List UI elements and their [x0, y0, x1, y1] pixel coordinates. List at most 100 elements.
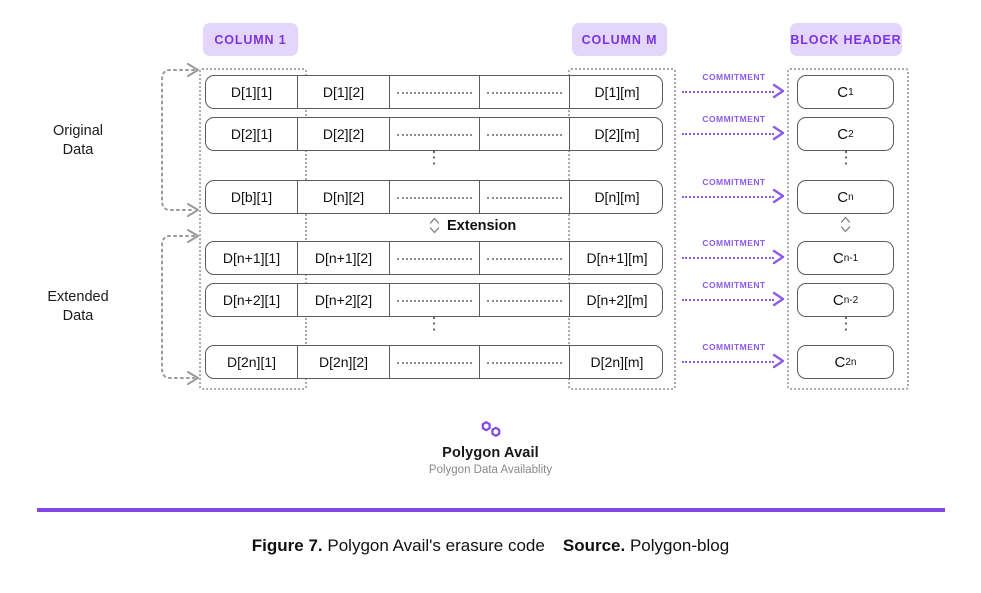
matrix-cell: D[n][m] — [594, 189, 640, 205]
matrix-cell-ellipsis — [390, 76, 480, 108]
table-row: D[2n][1] D[2n][2] D[2n][m] — [205, 345, 663, 379]
matrix-cell: D[n][2] — [298, 181, 390, 213]
badge-block-header: BLOCK HEADER — [790, 23, 902, 56]
commitment-dotted-line — [682, 91, 774, 93]
figure-caption-text: Polygon Avail's erasure code — [327, 536, 545, 555]
matrix-cell: D[2][m] — [594, 126, 640, 142]
vertical-ellipsis: ⋮ — [837, 148, 855, 167]
commitment-box-sub: 2 — [848, 128, 854, 140]
matrix-cell: D[1][2] — [298, 76, 390, 108]
table-row: D[n+1][1] D[n+1][2] D[n+1][m] — [205, 241, 663, 275]
table-row: D[1][1] D[1][2] D[1][m] — [205, 75, 663, 109]
up-down-chevron-icon — [840, 216, 851, 233]
commitment-box-sub: n-2 — [843, 294, 859, 306]
up-down-chevron-icon — [429, 217, 440, 234]
commitment-box-base: C — [837, 83, 849, 101]
matrix-cell-ellipsis — [480, 181, 570, 213]
commitment-box-sub: 1 — [848, 86, 854, 98]
brace-original-data — [161, 63, 199, 217]
vertical-ellipsis: ⋮ — [425, 148, 443, 167]
matrix-cell: D[n+1][1] — [206, 242, 298, 274]
commitment-box-sub: n — [848, 191, 854, 203]
figure-caption-label: Figure 7. — [251, 536, 323, 555]
erasure-code-diagram: COLUMN 1 COLUMN M BLOCK HEADER Original … — [0, 23, 981, 512]
arrow-right-icon — [772, 353, 785, 369]
badge-column-1: COLUMN 1 — [203, 23, 298, 56]
extension-label: Extension — [447, 217, 517, 234]
arrow-right-icon — [772, 83, 785, 99]
commitment-dotted-line — [682, 299, 774, 301]
arrow-right-icon — [772, 291, 785, 307]
commitment-arrow: COMMITMENT — [680, 238, 788, 275]
commitment-dotted-line — [682, 257, 774, 259]
label-original-data-line1: Original — [53, 123, 103, 139]
matrix-cell: D[n+1][m] — [586, 250, 648, 266]
figure-source-label: Source. — [562, 536, 626, 555]
matrix-cell-ellipsis — [480, 118, 570, 150]
matrix-cell-ellipsis — [390, 346, 480, 378]
table-row: D[b][1] D[n][2] D[n][m] — [205, 180, 663, 214]
commitment-label: COMMITMENT — [702, 177, 766, 187]
commitment-arrow: COMMITMENT — [680, 280, 788, 317]
brand-tagline: Polygon Data Availablity — [428, 464, 553, 476]
commitment-dotted-line — [682, 361, 774, 363]
matrix-cell: D[2n][m] — [590, 354, 644, 370]
brand-name: Polygon Avail — [442, 445, 539, 461]
matrix-cell-ellipsis — [480, 346, 570, 378]
commitment-arrow: COMMITMENT — [680, 72, 788, 109]
commitment-label: COMMITMENT — [702, 238, 766, 248]
matrix-cell-ellipsis — [390, 181, 480, 213]
badge-column-m: COLUMN M — [572, 23, 667, 56]
matrix-cell-ellipsis — [480, 76, 570, 108]
matrix-cell: D[2][1] — [206, 118, 298, 150]
commitment-label: COMMITMENT — [702, 72, 766, 82]
arrow-right-icon — [772, 188, 785, 204]
matrix-cell: D[2n][2] — [298, 346, 390, 378]
label-extended-data-line2: Data — [62, 308, 94, 324]
matrix-cell-ellipsis — [390, 284, 480, 316]
matrix-cell: D[1][m] — [594, 84, 640, 100]
divider-rule — [37, 508, 945, 512]
vertical-ellipsis: ⋮ — [837, 314, 855, 333]
matrix-cell: D[1][1] — [206, 76, 298, 108]
extension-marker: Extension — [428, 217, 516, 234]
matrix-cell-ellipsis — [390, 242, 480, 274]
label-extended-data: Extended Data — [22, 288, 134, 326]
commitment-dotted-line — [682, 196, 774, 198]
matrix-cell-ellipsis — [390, 118, 480, 150]
arrow-right-icon — [772, 249, 785, 265]
matrix-cell: D[2][2] — [298, 118, 390, 150]
commitment-box-base: C — [832, 249, 844, 267]
commitment-box-sub: n-1 — [843, 252, 859, 264]
commitment-label: COMMITMENT — [702, 280, 766, 290]
figure-caption: Figure 7. Polygon Avail's erasure code So… — [0, 536, 981, 556]
brand-block: Polygon Avail Polygon Data Availablity — [0, 420, 981, 476]
matrix-cell: D[n+2][2] — [298, 284, 390, 316]
commitment-arrow: COMMITMENT — [680, 342, 788, 379]
commitment-dotted-line — [682, 133, 774, 135]
commitment-arrow: COMMITMENT — [680, 114, 788, 151]
commitment-box-base: C — [832, 291, 844, 309]
commitment-arrow: COMMITMENT — [680, 177, 788, 214]
matrix-cell: D[n+1][2] — [298, 242, 390, 274]
commitment-box-sub: 2n — [845, 356, 857, 368]
matrix-cell: D[b][1] — [206, 181, 298, 213]
arrow-right-icon — [772, 125, 785, 141]
matrix-cell: D[2n][1] — [206, 346, 298, 378]
brace-extended-data — [161, 229, 199, 385]
commitment-box-base: C — [837, 188, 849, 206]
commitment-box-base: C — [837, 125, 849, 143]
matrix-cell: D[n+2][m] — [586, 292, 648, 308]
label-original-data-line2: Data — [62, 142, 94, 158]
matrix-cell-ellipsis — [480, 242, 570, 274]
vertical-ellipsis: ⋮ — [425, 314, 443, 333]
commitment-label: COMMITMENT — [702, 114, 766, 124]
figure-source-text: Polygon-blog — [629, 536, 730, 555]
matrix-cell: D[n+2][1] — [206, 284, 298, 316]
